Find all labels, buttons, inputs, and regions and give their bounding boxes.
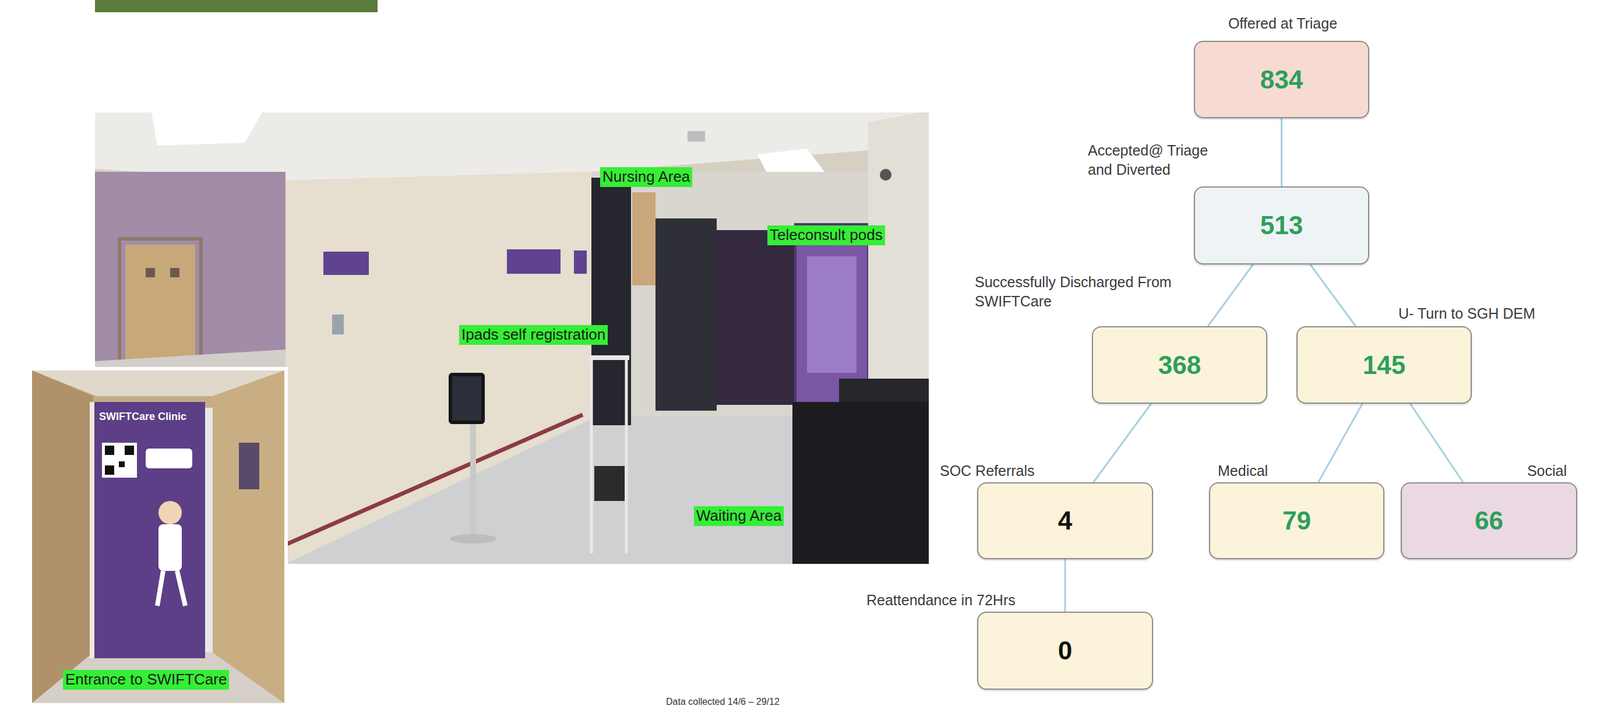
figure-leg — [157, 571, 164, 606]
ipad-base — [449, 534, 497, 544]
teleconsult-pod — [795, 224, 869, 405]
count-value: 0 — [1058, 636, 1073, 666]
flow-connector — [1064, 559, 1067, 612]
chair — [792, 402, 929, 565]
ceiling-light — [151, 112, 263, 146]
entrance-photo — [32, 370, 285, 704]
count-box: Accepted@ Triage and Diverted513 — [1193, 186, 1370, 265]
wall-panel — [170, 268, 180, 278]
trolley-leg — [625, 355, 629, 554]
sign-text: SWIFTCare Clinic — [99, 410, 187, 424]
figure-body — [158, 524, 182, 572]
ipad-screen — [452, 376, 482, 421]
right-wall — [212, 370, 285, 704]
back-wall — [591, 171, 872, 417]
box-heading: Medical — [1216, 461, 1270, 481]
ceiling-vent — [687, 131, 706, 142]
ceiling — [94, 112, 929, 181]
door-frame — [89, 402, 95, 659]
wall-sign — [573, 250, 587, 274]
area-label: Entrance to SWIFTCare — [62, 670, 229, 690]
inset-border — [28, 367, 288, 707]
area-label: Teleconsult pods — [767, 225, 886, 246]
count-value: 368 — [1158, 350, 1201, 380]
caption: Data collected 14/6 – 29/12 — [665, 696, 780, 708]
clinic-banner — [94, 402, 206, 659]
wall-speaker — [879, 168, 892, 181]
teleconsult-pod — [715, 230, 798, 405]
trolley-leg — [590, 355, 594, 554]
curtain — [655, 218, 717, 411]
qr-code — [101, 442, 137, 478]
box-heading: SOC Referrals — [938, 461, 1037, 481]
count-box: Medical79 — [1209, 482, 1385, 560]
ipad — [448, 372, 485, 425]
trolley-bin — [594, 466, 625, 502]
ipad-pole — [470, 419, 477, 537]
count-value: 834 — [1260, 65, 1303, 95]
box-heading: Accepted@ Triage and Diverted — [1086, 141, 1236, 179]
count-box: U- Turn to SGH DEM145 — [1296, 326, 1472, 404]
count-box: Successfully Discharged From SWIFTCare36… — [1091, 326, 1268, 404]
floor-stripe — [285, 414, 583, 545]
box-heading: Successfully Discharged From SWIFTCare — [973, 272, 1175, 311]
wall-poster — [238, 442, 260, 490]
wall-sign — [506, 249, 561, 274]
qr-mark — [104, 445, 115, 456]
count-value: 145 — [1362, 350, 1406, 380]
doorway — [125, 244, 196, 362]
qr-mark — [124, 445, 135, 456]
left-wall — [32, 370, 94, 704]
back-door — [632, 192, 656, 286]
count-box: Reattendance in 72Hrs0 — [977, 611, 1154, 690]
door-frame — [119, 238, 202, 365]
count-box: SOC Referrals4 — [977, 482, 1154, 560]
box-heading: Reattendance in 72Hrs — [864, 590, 1018, 611]
area-label: Ipads self registration — [459, 325, 608, 345]
flow-connector — [1280, 118, 1283, 187]
area-label: Waiting Area — [693, 506, 784, 527]
figure-head — [158, 501, 182, 525]
count-value: 79 — [1282, 506, 1311, 536]
box-heading: U- Turn to SGH DEM — [1396, 304, 1538, 324]
wall-panel — [145, 268, 155, 278]
count-value: 513 — [1260, 210, 1303, 241]
title-bar — [94, 0, 378, 13]
count-value: 4 — [1058, 506, 1073, 536]
flow-connector — [1093, 403, 1151, 483]
flow-connector — [1410, 403, 1464, 483]
count-value: 66 — [1474, 506, 1504, 536]
corridor-wall — [94, 171, 286, 365]
pod-window — [806, 256, 857, 373]
area-label: Nursing Area — [600, 167, 693, 188]
sanitizer — [332, 314, 344, 335]
flow-connector — [1310, 264, 1356, 327]
flow-connector — [1207, 264, 1253, 327]
count-box: Offered at Triage834 — [1193, 40, 1370, 119]
start-panel — [145, 448, 193, 469]
box-heading: Social — [1525, 461, 1569, 481]
trolley-shelf — [588, 355, 630, 361]
figure-leg — [177, 571, 186, 606]
count-box: Social66 — [1400, 482, 1578, 560]
qr-mark — [104, 465, 115, 475]
qr-mark — [118, 461, 125, 468]
box-heading: Offered at Triage — [1226, 13, 1339, 34]
photo-ground — [32, 370, 285, 704]
flow-connector — [1318, 403, 1363, 483]
wall-sign — [323, 251, 369, 276]
